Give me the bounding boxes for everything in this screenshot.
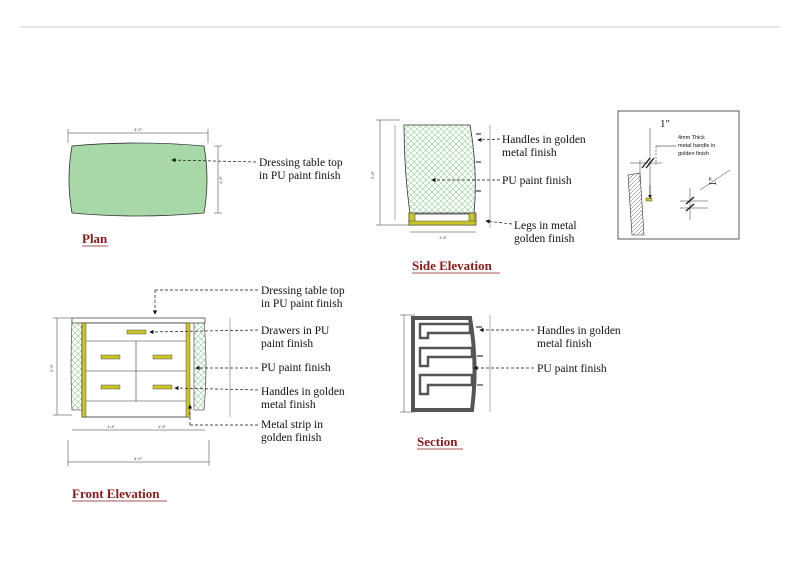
front-right-dim: 1'-4" <box>158 424 167 429</box>
front-handles-note-2: metal finish <box>261 399 316 411</box>
plan-top-note-1: Dressing table top <box>259 157 343 169</box>
front-drawers-note-2: paint finish <box>261 338 313 350</box>
front-elevation-title: Front Elevation <box>72 486 160 501</box>
handle-detail-view: 1" 4mm Thick metal handle in golden fini… <box>617 110 740 240</box>
detail-dim-side: 1" <box>708 177 719 186</box>
front-metal-strip-right <box>185 322 191 418</box>
front-height-dim: 2'-6" <box>49 363 54 372</box>
side-height-dim: 2'-6" <box>370 170 375 179</box>
side-handles-note-2: metal finish <box>502 147 557 159</box>
plan-table-top <box>68 142 208 217</box>
section-paint-note: PU paint finish <box>537 363 607 375</box>
side-handles-note-1: Handles in golden <box>502 134 586 146</box>
detail-frame <box>617 110 740 240</box>
front-handle-mid-left <box>100 354 121 360</box>
detail-handle <box>645 197 653 202</box>
side-width-dim: 1'-6" <box>439 235 448 240</box>
section-view: Handles in golden metal finish PU paint … <box>400 314 621 450</box>
section-handles-note-2: metal finish <box>537 338 592 350</box>
front-strip-note-2: golden finish <box>261 432 322 444</box>
side-elevation-view: 2'-6" 1'-6" Handles in golden metal fini… <box>370 119 586 274</box>
plan-top-note-2: in PU paint finish <box>259 170 341 182</box>
front-handle-mid-right <box>152 354 173 360</box>
front-metal-strip-left <box>81 322 87 418</box>
side-legs-note-2: golden finish <box>514 233 575 245</box>
front-handle-bottom-right <box>152 384 173 390</box>
front-top-note-1: Dressing table top <box>261 285 345 297</box>
side-body <box>403 124 476 215</box>
side-paint-note: PU paint finish <box>502 175 572 187</box>
front-elevation-view: 2'-6" 1'-4" 1'-4" 3'-0" Dressing table t… <box>49 285 345 502</box>
detail-note-3: golden finish <box>678 151 709 157</box>
detail-note-1: 4mm Thick <box>678 135 705 141</box>
detail-dim-top: 1" <box>660 118 670 130</box>
front-paint-note: PU paint finish <box>261 362 331 374</box>
front-drawers-note-1: Drawers in PU <box>261 325 330 337</box>
plan-view: 3'-0" 1'-6" Dressing table top in PU pai… <box>67 127 343 247</box>
plan-title: Plan <box>82 231 108 246</box>
front-width-dim: 3'-0" <box>134 456 143 461</box>
front-left-dim: 1'-4" <box>107 424 116 429</box>
front-handle-bottom-left <box>100 384 121 390</box>
detail-note-2: metal handle in <box>678 143 715 149</box>
front-handles-note-1: Handles in golden <box>261 386 345 398</box>
front-table-top <box>71 317 206 324</box>
front-handle-top <box>126 329 147 335</box>
plan-width-dim: 3'-0" <box>134 127 143 132</box>
plan-depth-dim: 1'-6" <box>218 175 223 184</box>
section-title: Section <box>417 434 458 449</box>
front-carcass <box>81 322 189 418</box>
side-elevation-title: Side Elevation <box>412 258 493 273</box>
front-top-note-2: in PU paint finish <box>261 298 343 310</box>
front-strip-note-1: Metal strip in <box>261 419 323 431</box>
side-legs-note-1: Legs in metal <box>514 220 577 232</box>
section-handles-note-1: Handles in golden <box>537 325 621 337</box>
